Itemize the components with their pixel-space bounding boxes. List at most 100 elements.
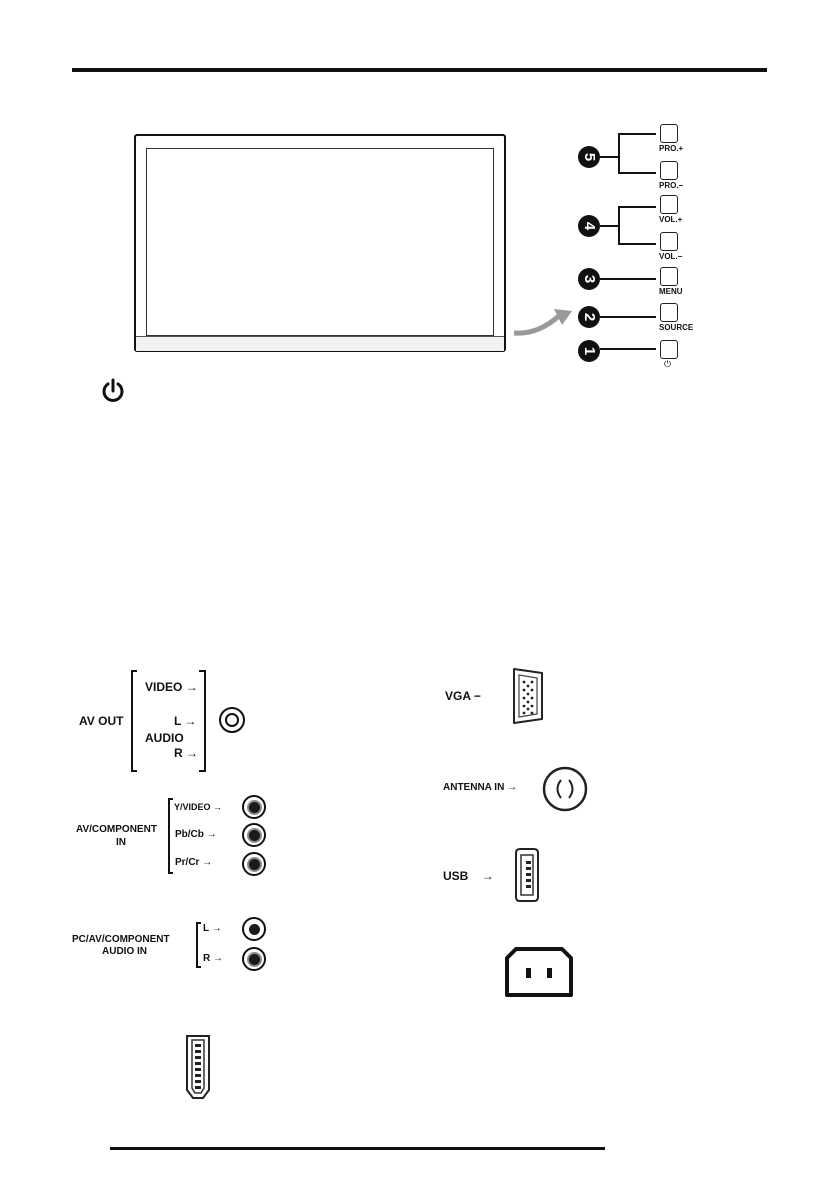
pc-audio-l-label: L → xyxy=(203,923,222,934)
antenna-port-icon[interactable] xyxy=(541,765,589,813)
av-out-audio-label: AUDIO xyxy=(145,731,184,745)
top-rule xyxy=(72,68,767,72)
usb-label: USB → xyxy=(443,869,494,883)
power-button-label: ⏻ xyxy=(664,359,672,369)
menu-button[interactable] xyxy=(660,267,678,286)
leader-5 xyxy=(600,156,620,158)
av-out-connector-inner xyxy=(225,713,239,727)
pro-plus-label: PRO.+ xyxy=(659,144,684,153)
av-component-bracket-top xyxy=(168,798,173,800)
arrow-icon: → xyxy=(184,714,197,728)
hdmi-port-icon[interactable] xyxy=(181,1034,215,1100)
jack-core xyxy=(246,827,262,843)
source-button[interactable] xyxy=(660,303,678,322)
av-out-label: AV OUT xyxy=(79,714,124,728)
vga-text: VGA xyxy=(445,689,471,703)
menu-label: MENU xyxy=(659,287,683,296)
callout-5: 5 xyxy=(578,146,600,168)
callout-arrow-icon xyxy=(513,309,572,336)
bracket-4-bottom xyxy=(618,243,656,245)
video-text: VIDEO xyxy=(145,680,183,694)
l-text: L xyxy=(174,714,182,728)
arrow-icon: → xyxy=(213,802,223,812)
av-component-bracket xyxy=(168,798,170,874)
y-video-label: Y/VIDEO → xyxy=(174,802,222,812)
callout-3: 3 xyxy=(578,268,600,290)
l-text: L xyxy=(203,923,209,934)
vga-label: VGA − xyxy=(445,689,481,703)
vga-port-icon[interactable] xyxy=(510,665,546,727)
arrow-icon: → xyxy=(206,829,217,840)
pc-audio-label-2: AUDIO IN xyxy=(102,946,147,957)
pc-audio-r-label: R → xyxy=(203,953,223,964)
pr-cr-text: Pr/Cr xyxy=(175,857,200,868)
pr-cr-label: Pr/Cr → xyxy=(175,857,212,868)
pc-audio-bracket-bottom xyxy=(196,966,201,968)
bracket-4 xyxy=(618,206,620,244)
power-icon xyxy=(102,378,124,402)
bracket-4-top xyxy=(618,206,656,208)
arrow-icon: → xyxy=(202,857,213,868)
power-button[interactable] xyxy=(660,340,678,359)
vol-plus-label: VOL.+ xyxy=(659,215,683,224)
pr-cr-jack[interactable] xyxy=(242,852,266,876)
av-out-bracket-left-top xyxy=(131,670,137,672)
arrow-icon: → xyxy=(186,746,199,760)
pc-audio-label-1: PC/AV/COMPONENT xyxy=(72,934,170,945)
pb-cb-jack[interactable] xyxy=(242,823,266,847)
bracket-5-top xyxy=(618,133,656,135)
arrow-icon: → xyxy=(211,923,222,934)
r-text: R xyxy=(203,953,211,964)
av-out-bracket-right-bottom xyxy=(199,770,205,772)
av-component-label-1: AV/COMPONENT xyxy=(76,824,157,835)
callout-2: 2 xyxy=(578,306,600,328)
av-out-bracket-right xyxy=(204,670,206,772)
arrow-icon: → xyxy=(185,680,198,694)
antenna-text: ANTENNA IN xyxy=(443,782,505,793)
av-out-bracket-left xyxy=(131,670,133,772)
jack-core xyxy=(246,951,262,967)
pro-plus-button[interactable] xyxy=(660,124,678,143)
bottom-rule xyxy=(110,1147,605,1150)
leader-1 xyxy=(600,348,656,350)
usb-port-icon[interactable] xyxy=(512,847,542,903)
power-inlet-icon[interactable] xyxy=(504,946,574,998)
arrow-icon: → xyxy=(481,869,494,883)
tv-screen xyxy=(146,148,494,336)
pc-audio-bracket-top xyxy=(196,922,201,924)
pc-audio-l-jack[interactable] xyxy=(242,917,266,941)
leader-3 xyxy=(600,278,656,280)
av-out-connector[interactable] xyxy=(219,707,245,733)
tv-bezel-bottom xyxy=(136,336,504,351)
av-component-label-2: IN xyxy=(116,837,126,848)
pro-minus-label: PRO.− xyxy=(659,181,684,190)
leader-2 xyxy=(600,316,656,318)
av-out-bracket-right-top xyxy=(199,670,205,672)
source-label: SOURCE xyxy=(659,323,694,332)
av-out-video-label: VIDEO → xyxy=(145,680,198,694)
bracket-5-bottom xyxy=(618,172,656,174)
bracket-5 xyxy=(618,133,620,173)
av-component-bracket-bottom xyxy=(168,872,173,874)
pro-minus-button[interactable] xyxy=(660,161,678,180)
av-out-bracket-left-bottom xyxy=(131,770,137,772)
pb-cb-label: Pb/Cb → xyxy=(175,829,217,840)
arrow-icon: → xyxy=(507,782,518,793)
pc-audio-r-jack[interactable] xyxy=(242,947,266,971)
vol-minus-label: VOL.− xyxy=(659,252,683,261)
tv-front-illustration xyxy=(134,134,506,352)
jack-core xyxy=(246,799,262,815)
pb-cb-text: Pb/Cb xyxy=(175,829,204,840)
jack-core xyxy=(246,856,262,872)
y-video-text: Y/VIDEO xyxy=(174,802,211,812)
av-out-r-label: R → xyxy=(174,746,198,760)
y-video-jack[interactable] xyxy=(242,795,266,819)
vol-minus-button[interactable] xyxy=(660,232,678,251)
vol-plus-button[interactable] xyxy=(660,195,678,214)
jack-core xyxy=(246,921,262,937)
av-out-l-label: L → xyxy=(174,714,196,728)
callout-1: 1 xyxy=(578,340,600,362)
pc-audio-bracket xyxy=(196,922,198,968)
arrow-icon: → xyxy=(213,953,224,964)
r-text: R xyxy=(174,746,183,760)
